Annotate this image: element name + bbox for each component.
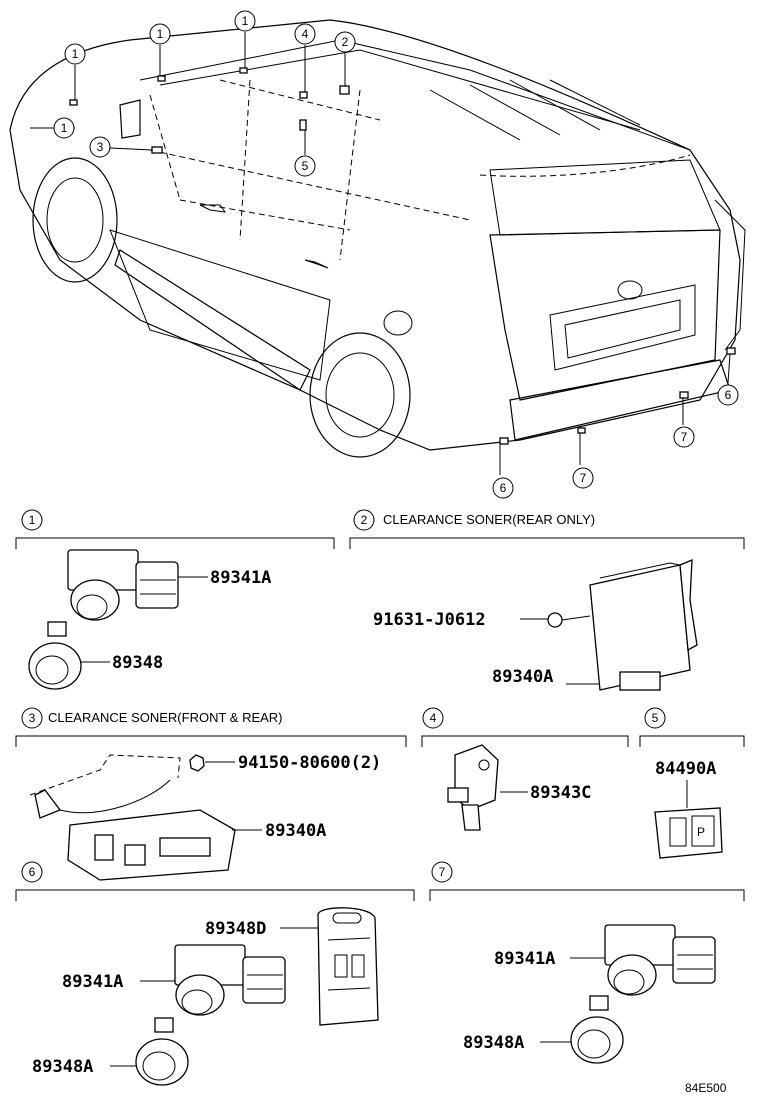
svg-text:3: 3 xyxy=(29,711,36,725)
svg-text:1: 1 xyxy=(242,14,249,28)
part-number: 89348A xyxy=(32,1057,93,1077)
bolt-drawing xyxy=(547,612,591,628)
part-number: 89348A xyxy=(463,1033,524,1053)
vehicle-illustration xyxy=(9,19,746,458)
section-7: 7 89341A 89348A xyxy=(429,861,745,1064)
part-number: 89343C xyxy=(530,783,591,803)
parking-sensor-drawing xyxy=(67,549,179,621)
parking-sensor-drawing xyxy=(604,924,716,996)
part-number: 94150-80600(2) xyxy=(238,753,381,773)
section-caption: CLEARANCE SONER(REAR ONLY) xyxy=(383,512,595,527)
callout-4: 4 xyxy=(294,23,316,45)
section-caption: CLEARANCE SONER(FRONT & REAR) xyxy=(48,710,283,725)
svg-text:2: 2 xyxy=(361,513,368,527)
sensor-retainer-drawing xyxy=(28,621,82,690)
part-number: 89340A xyxy=(265,821,326,841)
nut-drawing xyxy=(189,754,205,772)
section-2: 2 CLEARANCE SONER(REAR ONLY) 91631-J0612… xyxy=(349,509,745,691)
part-number: 89341A xyxy=(62,972,123,992)
section-5: 5 84490A P xyxy=(639,707,745,859)
svg-text:7: 7 xyxy=(580,471,587,485)
callout-1a: 1 xyxy=(64,43,86,65)
part-number: 89341A xyxy=(210,568,271,588)
callout-6a: 6 xyxy=(492,477,514,499)
callout-6b: 6 xyxy=(717,384,739,406)
callout-1d: 1 xyxy=(53,117,75,139)
sensor-retainer-drawing xyxy=(135,1017,189,1086)
svg-text:7: 7 xyxy=(681,430,688,444)
svg-text:P: P xyxy=(697,825,705,839)
svg-text:6: 6 xyxy=(725,388,732,402)
switch-drawing: P xyxy=(654,807,723,859)
callout-3: 3 xyxy=(89,136,111,158)
section-1: 1 89341A 89348 xyxy=(15,509,335,690)
sensor-drawing xyxy=(447,744,499,831)
part-number: 84490A xyxy=(655,759,716,779)
svg-text:1: 1 xyxy=(72,47,79,61)
callout-5: 5 xyxy=(294,155,316,177)
parking-sensor-drawing xyxy=(174,944,286,1016)
callout-2: 2 xyxy=(334,31,356,53)
callout-7a: 7 xyxy=(572,467,594,489)
part-number: 91631-J0612 xyxy=(373,610,486,630)
ecu-with-bracket-drawing xyxy=(589,559,698,691)
callout-1c: 1 xyxy=(234,10,256,32)
part-number: 89341A xyxy=(494,949,555,969)
part-number: 89340A xyxy=(492,667,553,687)
svg-text:2: 2 xyxy=(342,35,349,49)
callout-1b: 1 xyxy=(149,23,171,45)
svg-text:1: 1 xyxy=(61,121,68,135)
svg-text:3: 3 xyxy=(97,140,104,154)
callout-leaders xyxy=(30,32,731,475)
svg-text:6: 6 xyxy=(500,481,507,495)
svg-text:6: 6 xyxy=(29,865,36,879)
svg-text:5: 5 xyxy=(652,711,659,725)
section-4: 4 89343C xyxy=(421,707,629,831)
part-number: 89348D xyxy=(205,919,266,939)
figure-code: 84E500 xyxy=(685,1081,727,1095)
svg-text:5: 5 xyxy=(302,159,309,173)
svg-text:1: 1 xyxy=(29,513,36,527)
part-number: 89348 xyxy=(112,653,163,673)
svg-text:4: 4 xyxy=(430,711,437,725)
sensor-retainer-drawing xyxy=(570,995,624,1064)
bracket-drawing xyxy=(317,907,379,1026)
svg-text:1: 1 xyxy=(157,27,164,41)
ecu-with-bracket-drawing xyxy=(29,754,236,881)
section-6: 6 89348D 89341A 89348A xyxy=(15,861,415,1086)
svg-text:7: 7 xyxy=(439,865,446,879)
section-3: 3 CLEARANCE SONER(FRONT & REAR) 94150-80… xyxy=(15,707,407,881)
svg-text:4: 4 xyxy=(302,27,309,41)
callout-7b: 7 xyxy=(673,426,695,448)
